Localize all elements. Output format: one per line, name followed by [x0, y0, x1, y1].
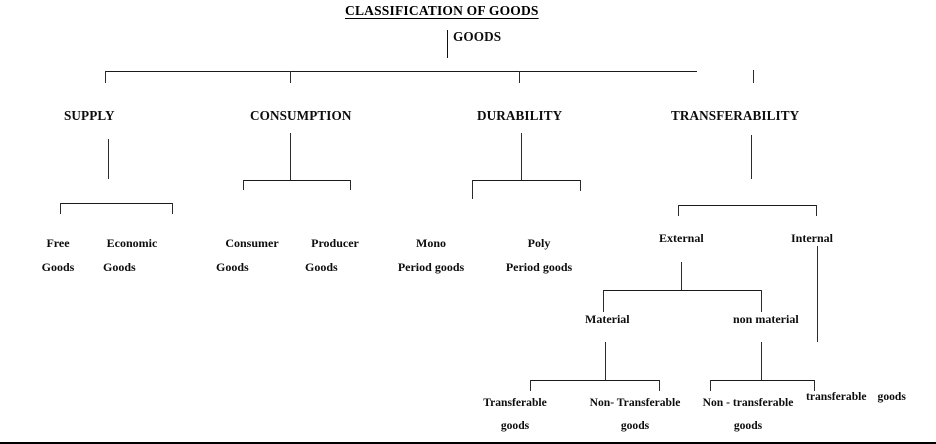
connector-non-material-stem: [761, 342, 762, 380]
leaf-mono-period-goods-line1: Mono: [416, 236, 446, 250]
leaf-non-transferable-goods-2-line2: goods: [733, 419, 763, 433]
leaf-economic-goods: Economic Goods: [99, 231, 165, 279]
connector-consumption-stem: [290, 133, 291, 180]
leaf-economic-goods-line2: Goods: [103, 260, 136, 274]
leaf-free-goods-line1: Free: [46, 236, 70, 250]
leaf-transferable-goods-2: transferable goods: [806, 390, 906, 403]
connector-durability-tick-right: [580, 180, 581, 191]
connector-non-material-bar: [710, 380, 815, 381]
leaf-non-transferable-goods-line2: goods: [620, 419, 650, 433]
leaf-economic-goods-line1: Economic: [106, 236, 158, 250]
leaf-mono-period-goods-line2: Period goods: [397, 260, 465, 274]
connector-external-stem: [681, 262, 682, 290]
node-material: Material: [585, 312, 630, 326]
node-transferability: TRANSFERABILITY: [671, 108, 800, 123]
connector-material-bar: [530, 380, 660, 381]
leaf-poly-period-goods-line1: Poly: [527, 236, 551, 250]
connector-tick-durability: [519, 71, 520, 83]
connector-supply-tick-right: [172, 203, 173, 214]
leaf-transferable-goods-2-line1: transferable: [806, 390, 867, 403]
leaf-consumer-goods: Consumer Goods: [216, 231, 288, 279]
node-non-material: non material: [733, 312, 799, 326]
connector-goods-stem: [447, 30, 448, 58]
connector-internal-stem: [817, 246, 818, 342]
leaf-poly-period-goods-line2: Period goods: [505, 260, 573, 274]
connector-tick-consumption: [290, 71, 291, 83]
connector-external-tick-left: [603, 290, 604, 312]
leaf-poly-period-goods: Poly Period goods: [498, 231, 580, 279]
node-internal: Internal: [791, 231, 833, 245]
connector-consumption-bar: [243, 180, 351, 181]
connector-durability-tick-left: [472, 180, 473, 199]
connector-external-tick-right: [761, 290, 762, 312]
leaf-producer-goods-line1: Producer: [311, 236, 359, 250]
leaf-free-goods-line2: Goods: [41, 260, 75, 274]
node-goods: GOODS: [453, 29, 502, 44]
node-durability: DURABILITY: [477, 108, 563, 123]
leaf-transferable-goods-line1: Transferable: [483, 396, 547, 409]
connector-main-bar: [105, 71, 697, 72]
connector-transferability-stem: [751, 135, 752, 179]
connector-supply-tick-left: [60, 203, 61, 214]
connector-material-stem: [605, 342, 606, 380]
leaf-producer-goods: Producer Goods: [303, 231, 367, 279]
connector-non-material-tick-right: [814, 380, 815, 391]
connector-supply-bar: [60, 203, 173, 204]
leaf-non-transferable-goods: Non- Transferable goods: [579, 391, 691, 437]
connector-material-tick-right: [659, 380, 660, 391]
node-supply: SUPPLY: [64, 108, 115, 123]
connector-durability-stem: [521, 133, 522, 180]
connector-transferability-tick-left: [678, 205, 679, 216]
leaf-transferable-goods-2-line2: goods: [877, 390, 906, 403]
node-consumption: CONSUMPTION: [250, 108, 352, 123]
page-title: CLASSIFICATION OF GOODS: [345, 3, 539, 18]
connector-non-material-tick-left: [710, 380, 711, 391]
leaf-consumer-goods-line1: Consumer: [225, 236, 279, 250]
leaf-free-goods: Free Goods: [32, 231, 84, 279]
connector-transferability-tick-right: [816, 205, 817, 216]
connector-consumption-tick-left: [243, 180, 244, 190]
leaf-mono-period-goods: Mono Period goods: [390, 231, 472, 279]
leaf-transferable-goods: Transferable goods: [473, 391, 557, 437]
leaf-non-transferable-goods-2: Non - transferable goods: [689, 391, 807, 437]
connector-durability-bar: [472, 180, 580, 181]
connector-transferability-bar: [678, 205, 817, 206]
leaf-non-transferable-goods-2-line1: Non - transferable: [702, 396, 794, 409]
leaf-non-transferable-goods-line1: Non- Transferable: [589, 396, 681, 409]
leaf-transferable-goods-line2: goods: [500, 419, 530, 433]
leaf-consumer-goods-line2: Goods: [216, 260, 249, 274]
leaf-producer-goods-line2: Goods: [305, 260, 338, 274]
connector-material-tick-left: [530, 380, 531, 391]
connector-consumption-tick-right: [350, 180, 351, 190]
connector-supply-stem: [108, 139, 109, 179]
connector-tick-supply: [105, 71, 106, 83]
node-external: External: [659, 231, 704, 245]
connector-external-bar: [603, 290, 762, 291]
connector-tick-transferability: [753, 70, 754, 83]
